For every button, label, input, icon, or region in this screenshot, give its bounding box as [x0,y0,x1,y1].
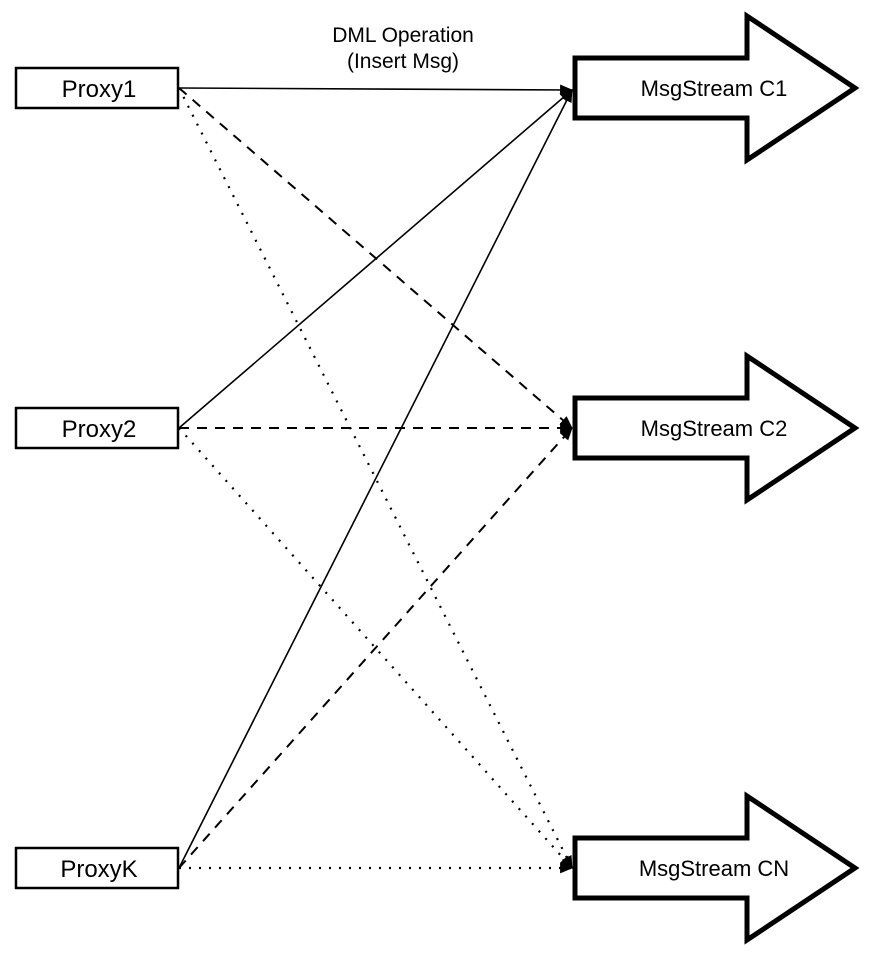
edges-layer [178,84,574,874]
dml-operation-label-line1: DML Operation [332,24,474,47]
msgstream-cn-arrow-shape [572,791,860,945]
proxy-node-2: Proxy2 [14,406,180,450]
msgstream-c1-label: MsgStream C1 [641,76,788,101]
proxy2-label: Proxy2 [62,416,137,443]
proxy-node-k: ProxyK [14,846,180,890]
proxy2-box [14,406,180,450]
stream-node-cn: MsgStream CN [572,791,860,945]
stream-node-c2: MsgStream C2 [572,351,860,505]
msgstream-cn-label: MsgStream CN [639,856,789,881]
msgstream-c2-arrow-shape [572,351,860,505]
proxy1-box [14,66,180,110]
proxyk-box [14,846,180,890]
proxy-node-1: Proxy1 [14,66,180,110]
msgstream-c1-arrow-shape [572,11,860,165]
edge-proxy1-to-msgstream-c1 [178,84,574,96]
proxyk-label: ProxyK [60,856,137,883]
edge-proxy1-to-msgstream-c2 [178,87,573,429]
dml-operation-label-line2: (Insert Msg) [347,50,459,73]
proxy1-label: Proxy1 [62,76,137,103]
msgstream-c2-label: MsgStream C2 [641,416,788,441]
edge-proxy2-to-msgstream-cn [178,427,573,869]
edge-proxyk-to-msgstream-c1 [178,89,573,869]
stream-node-c1: MsgStream C1 [572,11,860,165]
edge-proxyk-to-msgstream-c2 [178,427,573,869]
